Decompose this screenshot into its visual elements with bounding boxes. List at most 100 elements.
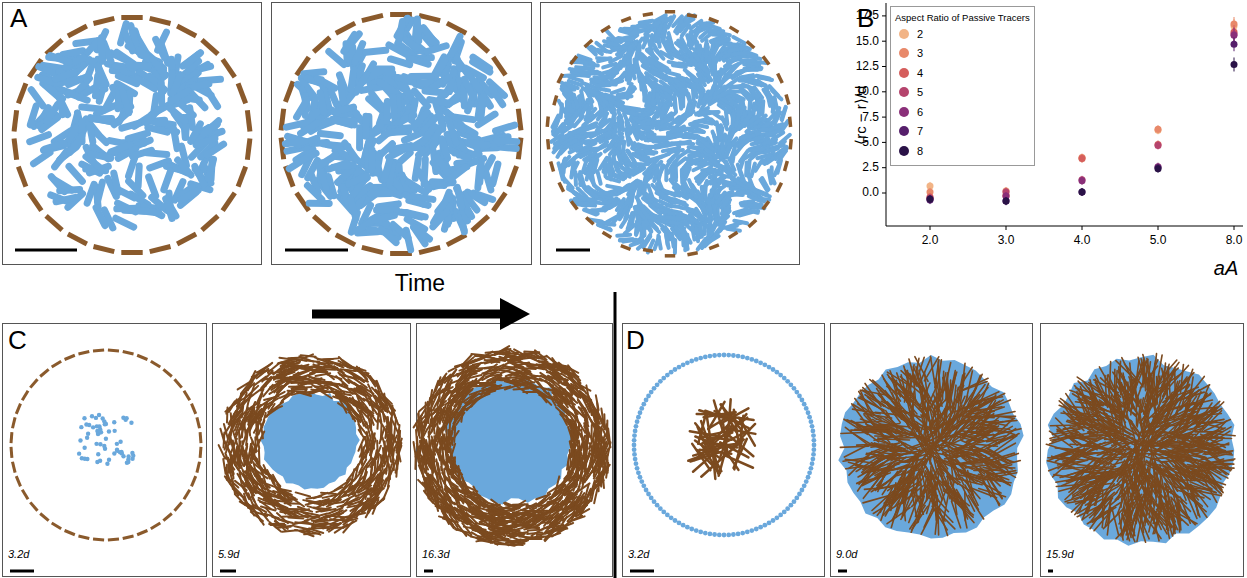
rod: [677, 142, 690, 145]
boundary-segment: [643, 13, 653, 15]
boundary-segment: [93, 539, 104, 540]
rod: [720, 125, 721, 138]
boundary-segment: [554, 95, 557, 105]
rod: [667, 217, 680, 218]
rod: [640, 127, 653, 128]
boundary-segment: [729, 232, 738, 237]
rod: [480, 162, 482, 182]
boundary-segment: [18, 167, 26, 187]
rod: [334, 165, 354, 167]
rod: [733, 54, 746, 55]
boundary-segment: [238, 167, 246, 187]
rod: [147, 153, 167, 155]
boundary-segment: [730, 27, 739, 32]
rod: [670, 222, 683, 225]
rod: [748, 69, 761, 70]
rod: [366, 50, 386, 52]
rod: [621, 39, 634, 41]
boundary-segment: [687, 253, 697, 255]
boundary-segment: [52, 361, 61, 367]
boundary-segment: [22, 391, 28, 400]
boundary-segment: [16, 476, 20, 486]
rod: [425, 91, 445, 93]
rod: [114, 173, 118, 193]
rod: [646, 122, 659, 124]
rod: [658, 236, 660, 249]
rod: [709, 215, 710, 228]
rod: [740, 75, 753, 77]
rod: [738, 106, 739, 119]
rod: [746, 162, 747, 175]
rod: [493, 164, 498, 183]
rod: [377, 209, 397, 210]
boundary-segment: [65, 355, 75, 359]
boundary-segment: [163, 369, 171, 376]
rod: [589, 72, 602, 75]
rod: [675, 99, 676, 112]
boundary-segment: [238, 83, 246, 103]
boundary-segment: [687, 15, 697, 17]
boundary-segment: [46, 216, 62, 230]
tracer-dot: [90, 414, 94, 418]
time-arrowhead: [500, 298, 530, 330]
boundary-segment: [281, 138, 284, 160]
rod: [402, 147, 422, 148]
rod: [481, 97, 483, 117]
boundary-segment: [247, 110, 250, 131]
rod: [174, 129, 177, 149]
boundary-segment: [30, 502, 37, 510]
tracer-dot: [96, 452, 100, 456]
boundary-segment: [11, 447, 12, 458]
rod: [663, 149, 676, 151]
boundary-segment: [78, 351, 89, 354]
rod: [741, 136, 754, 138]
rod: [375, 215, 394, 220]
boundary-segment: [93, 18, 114, 23]
rod: [304, 72, 324, 74]
rod: [563, 158, 566, 171]
rod: [756, 76, 769, 79]
rod: [732, 114, 733, 127]
rod: [55, 151, 67, 167]
boundary-segment: [150, 18, 171, 23]
boundary-segment: [202, 216, 218, 230]
boundary-segment: [12, 417, 15, 428]
rod: [341, 83, 344, 103]
rod: [82, 107, 102, 109]
boundary-segment: [643, 249, 653, 251]
rod: [129, 157, 135, 176]
boundary-segment: [472, 216, 488, 230]
rod: [393, 97, 394, 117]
rod: [101, 41, 103, 61]
rod: [729, 49, 742, 51]
rod: [116, 218, 134, 227]
boundary-segment: [603, 232, 612, 237]
rod: [600, 193, 613, 194]
boundary-segment: [93, 247, 114, 252]
boundary-segment: [123, 351, 134, 354]
boundary-segment: [151, 361, 160, 367]
rod: [669, 62, 682, 65]
boundary-segment: [790, 139, 791, 149]
rod: [771, 99, 773, 112]
rod: [648, 93, 650, 106]
rod: [659, 165, 662, 178]
boundary-segment: [68, 26, 87, 36]
boundary-segment: [709, 245, 719, 249]
rod: [30, 135, 49, 142]
boundary-segment: [184, 490, 190, 499]
rod: [208, 159, 213, 178]
rod: [638, 184, 640, 197]
rod: [706, 44, 707, 57]
rod: [417, 21, 419, 41]
rod: [589, 163, 591, 176]
boundary-segment: [108, 539, 119, 540]
rod: [598, 207, 611, 210]
rod: [54, 180, 71, 190]
rod: [129, 65, 149, 66]
boundary-segment: [175, 502, 182, 510]
rod: [709, 53, 710, 66]
boundary-segment: [777, 183, 782, 192]
rod: [69, 166, 82, 181]
rod: [323, 144, 343, 148]
